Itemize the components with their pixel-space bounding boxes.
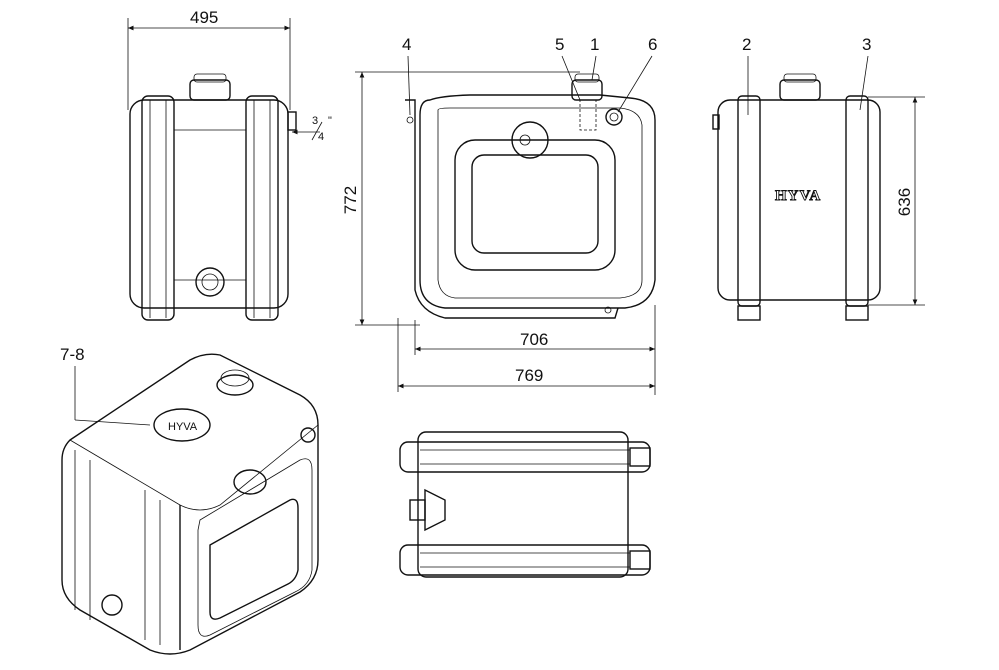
callout-7-8: 7-8 [60, 345, 85, 364]
front-view: 772 706 769 4 5 1 6 [341, 35, 657, 395]
side-view-left: 495 3 4 " [127, 8, 332, 321]
dimension-636: 636 [895, 188, 914, 216]
callout-1: 1 [590, 35, 599, 54]
top-view [399, 431, 651, 578]
isometric-view: HYVA 7-8 [60, 345, 319, 655]
hyva-logo-iso: HYVA [168, 421, 198, 433]
dimension-772: 772 [341, 186, 360, 214]
inspection-window [471, 154, 599, 254]
port-size-unit: " [328, 115, 332, 127]
dimension-769: 769 [515, 366, 543, 385]
callout-2: 2 [742, 35, 751, 54]
dimension-495: 495 [190, 8, 218, 27]
callout-5: 5 [555, 35, 564, 54]
filler-cap [189, 79, 231, 101]
callout-4: 4 [402, 35, 411, 54]
port-size-numerator: 3 [312, 115, 318, 127]
side-view-right: HYVA 636 2 3 [712, 35, 925, 321]
breather-port [605, 108, 623, 126]
callout-3: 3 [862, 35, 871, 54]
hyva-logo: HYVA [775, 188, 821, 204]
port-size-denominator: 4 [318, 131, 324, 143]
dimension-706: 706 [520, 330, 548, 349]
drain-port [195, 267, 225, 297]
callout-6: 6 [648, 35, 657, 54]
